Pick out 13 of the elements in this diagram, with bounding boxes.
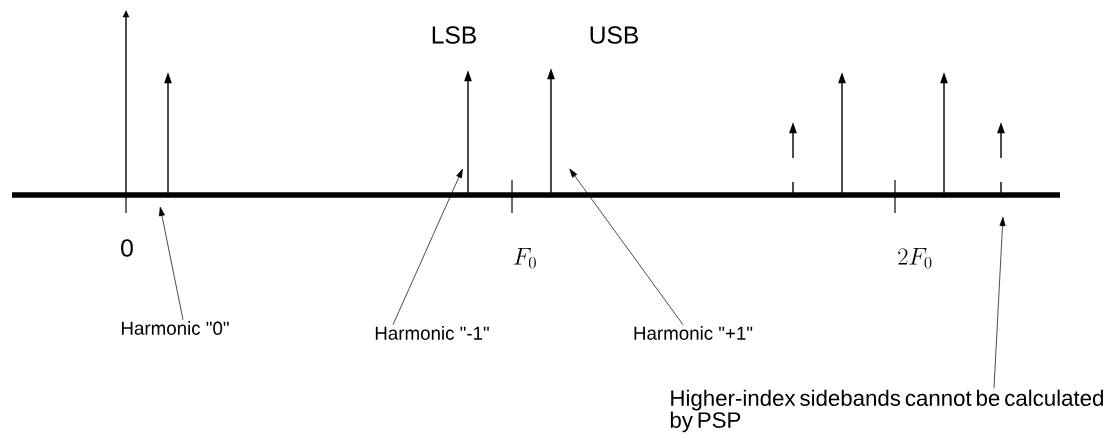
axis-label: $F_{0}$ [514,247,536,269]
axis-label: $2F_{0}$ [898,247,932,269]
annotation-text: Higher-index sidebands cannot be calculated by PSP [670,389,1103,433]
leader-arrow [159,206,184,321]
annotation-text: Harmonic "-1" [375,326,489,340]
band-label: USB [590,26,638,44]
axis-label: 0 [121,239,133,257]
annotation-text: Harmonic "+1" [634,326,753,340]
band-label: LSB [432,26,476,44]
leader-arrow [993,216,1006,389]
leader-arrow [392,168,463,326]
annotation-text: Harmonic "0" [122,321,229,335]
leader-arrow [569,168,684,326]
